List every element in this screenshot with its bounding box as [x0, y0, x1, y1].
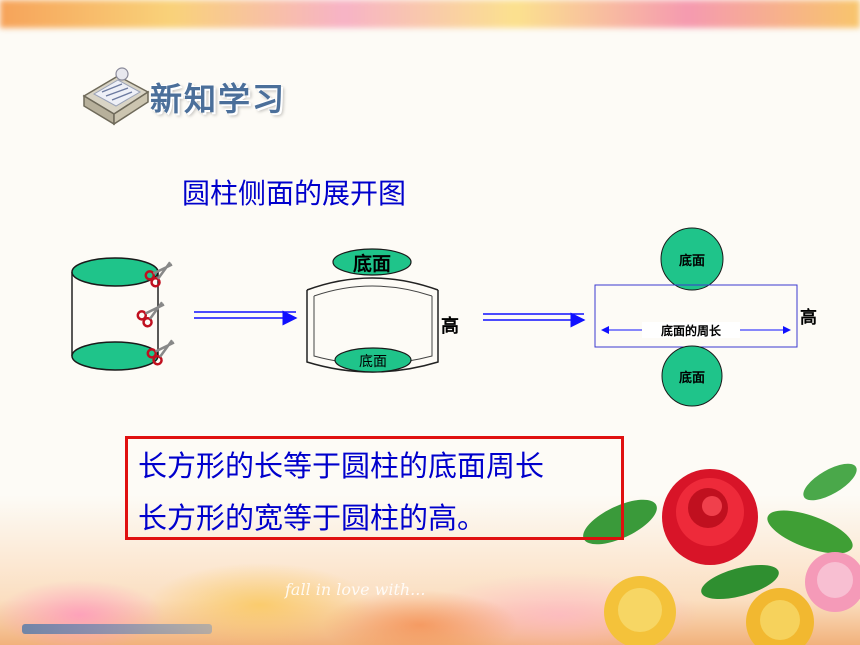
cylinder-b: 底面 底面 高 — [306, 248, 459, 373]
leaf-shapes — [583, 463, 857, 600]
yellow-roses — [604, 576, 814, 645]
cylinder-b-bottom-face — [334, 347, 412, 373]
arrow-2 — [483, 312, 586, 328]
diagram-heading: 圆柱侧面的展开图 — [182, 177, 407, 210]
net-top-label: 底面 — [679, 253, 705, 269]
book-icon — [82, 67, 150, 126]
cylinder-a-top-face — [71, 257, 159, 287]
net-length-label: 底面的周长 — [661, 323, 722, 338]
net-height-label: 高 — [800, 307, 817, 328]
cylinder-b-top-rim — [306, 277, 439, 291]
cylinder-b-height-label: 高 — [441, 315, 459, 337]
pink-rose — [805, 552, 860, 612]
red-rose — [662, 469, 758, 565]
cylinder-b-top-label: 底面 — [353, 252, 391, 275]
scissors-icons — [136, 261, 175, 366]
flower-decoration-image — [583, 463, 860, 645]
net-top-circle — [660, 227, 724, 291]
background-bottom-strip — [22, 624, 212, 634]
cylinder-a — [71, 257, 159, 371]
cylinder-b-top-face — [332, 248, 412, 276]
net-bottom-circle — [661, 345, 723, 407]
conclusion-box: 长方形的长等于圆柱的底面周长 长方形的宽等于圆柱的高。 — [125, 436, 624, 540]
scissors-icon-1 — [144, 261, 173, 288]
conclusion-line-2: 长方形的宽等于圆柱的高。 — [138, 501, 487, 535]
cylinder-a-bottom-face — [71, 341, 159, 371]
arrow-1 — [194, 310, 298, 326]
section-title: 新知学习 — [150, 80, 287, 118]
cylinder-b-bottom-label: 底面 — [359, 354, 387, 370]
scissors-icon-2 — [136, 301, 165, 328]
net: 底面 底面的周长 高 底面 — [594, 227, 817, 407]
background-top-band — [0, 0, 860, 28]
background-script-text: fall in love with... — [285, 580, 426, 599]
conclusion-line-1: 长方形的长等于圆柱的底面周长 — [138, 449, 545, 483]
net-bottom-label: 底面 — [679, 370, 705, 386]
scissors-icon-3 — [146, 339, 175, 366]
